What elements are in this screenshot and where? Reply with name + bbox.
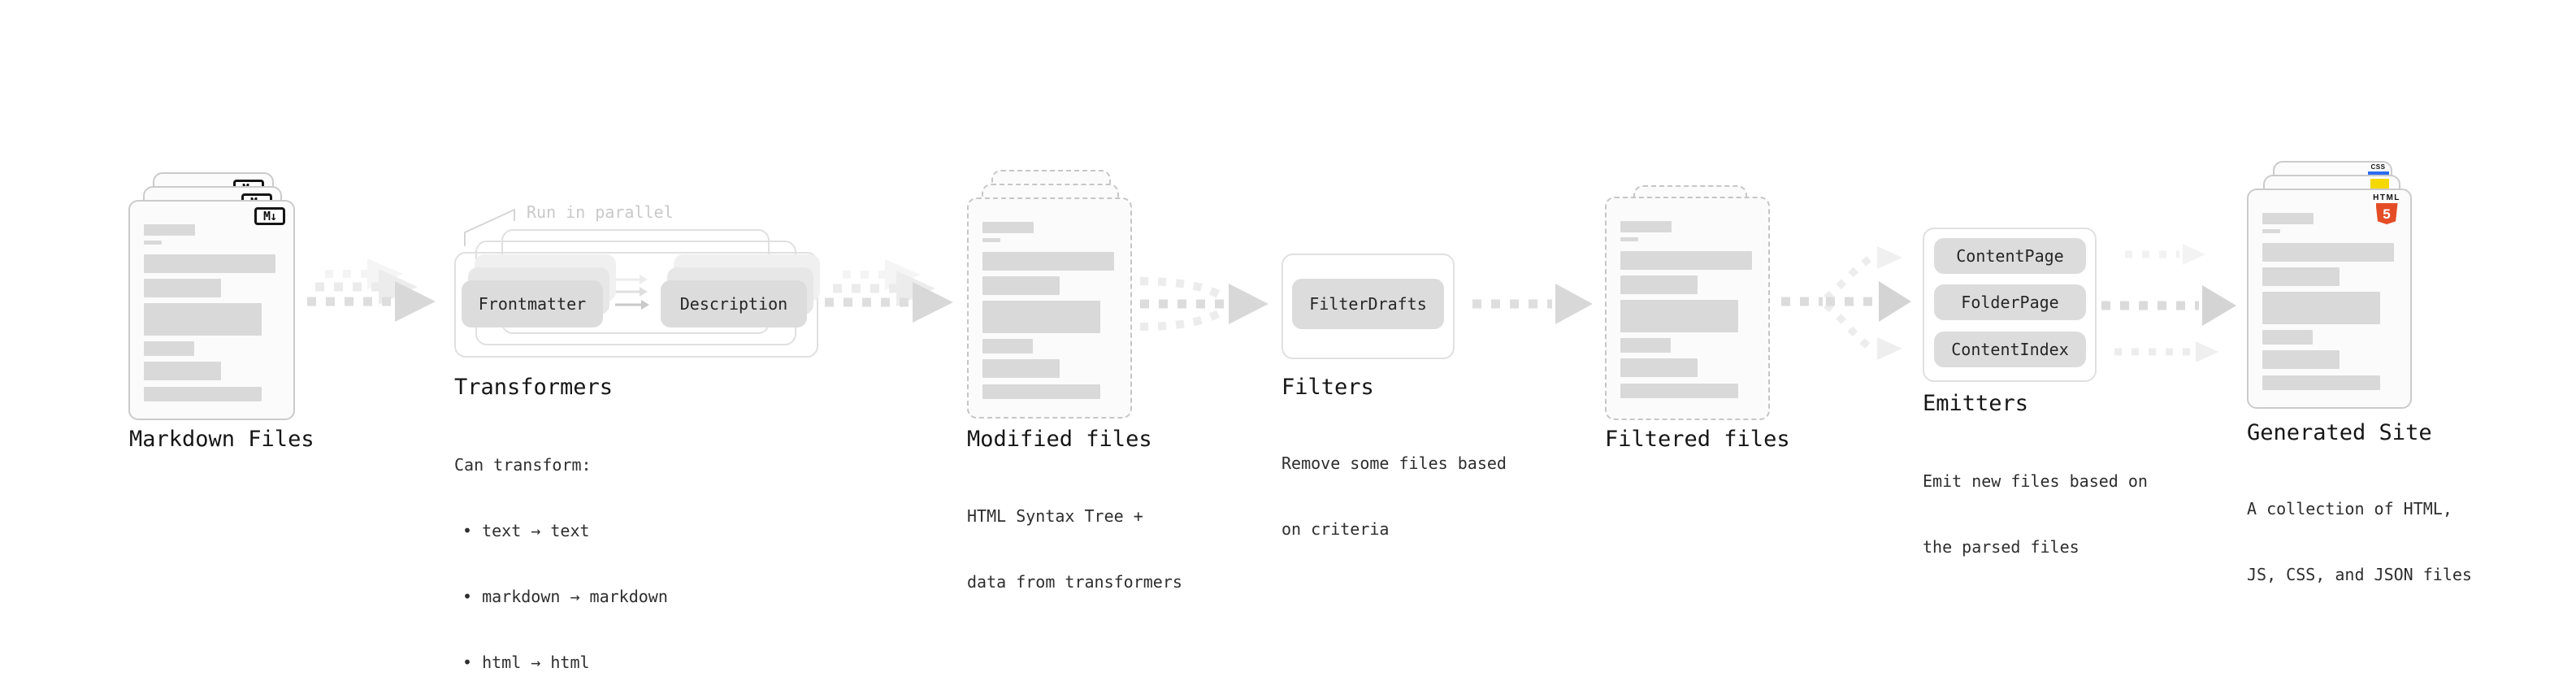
filters-title: Filters [1281,375,1374,400]
css-icon-underline [2367,171,2389,175]
filters-desc-line: on criteria [1281,519,1390,539]
emitters-title: Emitters [1923,391,2029,416]
frontmatter-pill: Frontmatter [462,280,603,327]
css-icon-label: CSS [2370,163,2386,171]
arrow-filters-to-filtered [1472,284,1593,324]
generated-site-title: Generated Site [2247,420,2432,445]
transformers-desc-heading: Can transform: [454,455,592,475]
modified-desc-line: data from transformers [967,572,1182,592]
transformer-step-arrows [615,275,649,310]
filtered-page-front [1605,197,1770,420]
emitters-desc-line: the parsed files [1923,537,2079,557]
modified-files-description: HTML Syntax Tree + data from transformer… [967,462,1182,637]
markdown-icon: M↓ [254,207,285,225]
filters-desc-line: Remove some files based [1281,453,1507,473]
folderpage-pill: FolderPage [1934,284,2086,320]
filterdrafts-pill: FilterDrafts [1292,279,1444,329]
modified-page-front [967,197,1132,419]
run-in-parallel-label: Run in parallel [527,202,674,222]
arrow-markdown-to-transformers [307,258,436,322]
generated-desc-line: A collection of HTML, [2247,499,2452,518]
emitters-desc-line: Emit new files based on [1923,471,2148,491]
transformers-bullet: • html → html [462,653,590,672]
generated-desc-line: JS, CSS, and JSON files [2247,565,2472,584]
arrow-emitters-to-site [2101,244,2236,362]
contentpage-pill: ContentPage [1934,238,2086,274]
emitters-box [1923,228,2097,382]
contentindex-pill: ContentIndex [1934,332,2086,367]
markdown-files-title: Markdown Files [129,427,314,452]
filters-description: Remove some files based on criteria [1281,409,1507,584]
emitters-description: Emit new files based on the parsed files [1923,427,2148,602]
arrow-modified-to-filters [1139,277,1268,331]
modified-files-title: Modified files [967,427,1152,452]
css-icon: CSS [2367,164,2389,175]
markdown-page-front: M↓ [128,200,295,420]
javascript-icon [2370,179,2389,189]
modified-desc-line: HTML Syntax Tree + [967,506,1143,526]
transformers-bullet: • markdown → markdown [462,587,668,606]
arrow-filtered-to-emitters [1781,246,1911,360]
run-in-parallel-callout-line [464,208,515,246]
html5-icon: HTML 5 [2370,194,2403,224]
filtered-files-title: Filtered files [1605,427,1790,452]
generated-site-description: A collection of HTML, JS, CSS, and JSON … [2247,454,2472,630]
html5-icon-shield: 5 [2375,203,2398,224]
filters-box [1281,254,1455,359]
html5-icon-number: 5 [2383,206,2391,222]
description-pill: Description [661,280,807,327]
arrow-transformers-to-modified [825,259,953,323]
html5-icon-word: HTML [2373,193,2400,202]
transformers-bullet: • text → text [462,521,590,540]
site-page-html: HTML 5 [2247,189,2412,409]
transformers-description: Can transform: • text → text • markdown … [454,410,668,681]
transformer-box-front [454,252,818,358]
transformers-title: Transformers [454,375,614,400]
